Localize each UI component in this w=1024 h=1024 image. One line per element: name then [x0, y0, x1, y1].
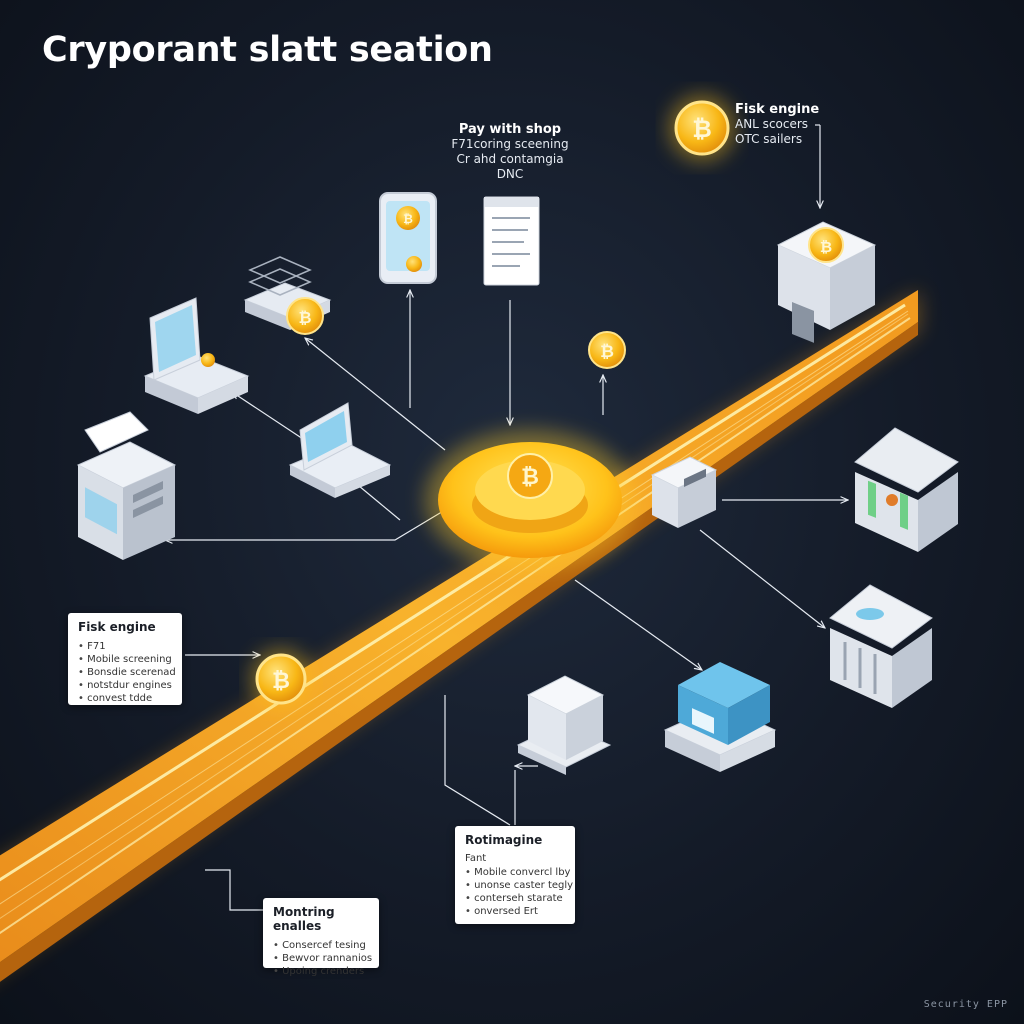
list-item: Mobile screening: [78, 653, 172, 666]
list-item: onversed Ert: [465, 905, 565, 918]
merchant-store-icon[interactable]: [516, 675, 612, 775]
page-title: Cryporant slatt seation: [42, 30, 493, 70]
list-item: Bewvor rannanios: [273, 952, 372, 965]
coin-symbol: ₿: [272, 669, 290, 694]
list-item: notstdur engines: [78, 679, 172, 692]
pay-with-shop-line: DNC: [496, 167, 524, 181]
hub-coin-symbol: ₿: [521, 465, 539, 490]
laptop-icon[interactable]: [288, 402, 392, 498]
svg-text:₿: ₿: [298, 308, 311, 327]
bitcoin-icon: ₿: [669, 95, 735, 161]
list-item: Bonsdie scerenad: [78, 666, 176, 679]
list-item: convest tdde: [78, 692, 172, 705]
connector-lines: [165, 124, 848, 911]
monitoring-card-list: Consercef tesing Bewvor rannanios Upoing…: [273, 939, 372, 978]
risk-engine-top-heading: Fisk engine: [735, 102, 820, 117]
pay-with-shop-line: Cr ahd contamgia: [456, 152, 564, 166]
pos-terminal-icon[interactable]: [76, 411, 177, 560]
exchange-layer-icon[interactable]: ₿: [243, 256, 332, 335]
coin-symbol: ₿: [600, 342, 614, 362]
tablet-pos-icon[interactable]: [143, 297, 250, 414]
risk-engine-card-list: F71 Mobile screening Bonsdie scerenad no…: [78, 640, 176, 705]
payment-gateway-icon[interactable]: [650, 456, 718, 528]
risk-engine-card: Fisk engine F71 Mobile screening Bonsdie…: [68, 613, 182, 705]
routing-engine-card-list: Mobile convercl lby unonse caster tegly …: [465, 866, 573, 918]
pay-with-shop-label: Pay with shop F71coring sceening Cr ahd …: [440, 122, 580, 182]
list-item: Upoing crenders: [273, 965, 369, 978]
bank-icon[interactable]: [829, 584, 933, 708]
list-item: unonse caster tegly: [465, 879, 573, 892]
otc-desk-icon[interactable]: ₿: [776, 221, 877, 343]
bitcoin-icon: ₿: [251, 649, 311, 709]
pay-with-shop-line: F71coring sceening: [451, 137, 569, 151]
list-item: conterseh starate: [465, 892, 565, 905]
pay-with-shop-heading: Pay with shop: [458, 122, 562, 137]
svg-text:₿: ₿: [403, 212, 413, 226]
list-item: F71: [78, 640, 172, 653]
routing-engine-card-sub: Fant: [465, 853, 487, 864]
mobile-wallet-icon[interactable]: ₿: [379, 192, 437, 284]
risk-engine-card-heading: Fisk engine: [78, 620, 156, 634]
routing-engine-card: Rotimagine Fant Mobile convercl lby unon…: [455, 826, 575, 924]
risk-engine-top-line: OTC sailers: [735, 132, 803, 146]
bitcoin-icon: ₿: [588, 331, 626, 369]
routing-engine-card-heading: Rotimagine: [465, 833, 543, 847]
risk-engine-top-line: ANL scocers: [735, 117, 809, 131]
settlement-hub[interactable]: ₿: [425, 430, 635, 570]
monitoring-card: Montring enalles Consercef tesing Bewvor…: [263, 898, 379, 977]
coin-symbol: ₿: [692, 115, 712, 143]
merchant-store-icon[interactable]: [663, 662, 777, 772]
watermark: Security EPP: [923, 999, 1008, 1010]
risk-engine-top-label: Fisk engine ANL scocers OTC sailers: [735, 102, 825, 147]
list-item: Consercef tesing: [273, 939, 369, 952]
list-item: Mobile convercl lby: [465, 866, 570, 879]
transaction-document-icon[interactable]: [483, 196, 540, 286]
svg-text:₿: ₿: [820, 238, 832, 256]
monitoring-card-heading: Montring enalles: [273, 905, 335, 933]
bank-icon[interactable]: [854, 427, 959, 552]
